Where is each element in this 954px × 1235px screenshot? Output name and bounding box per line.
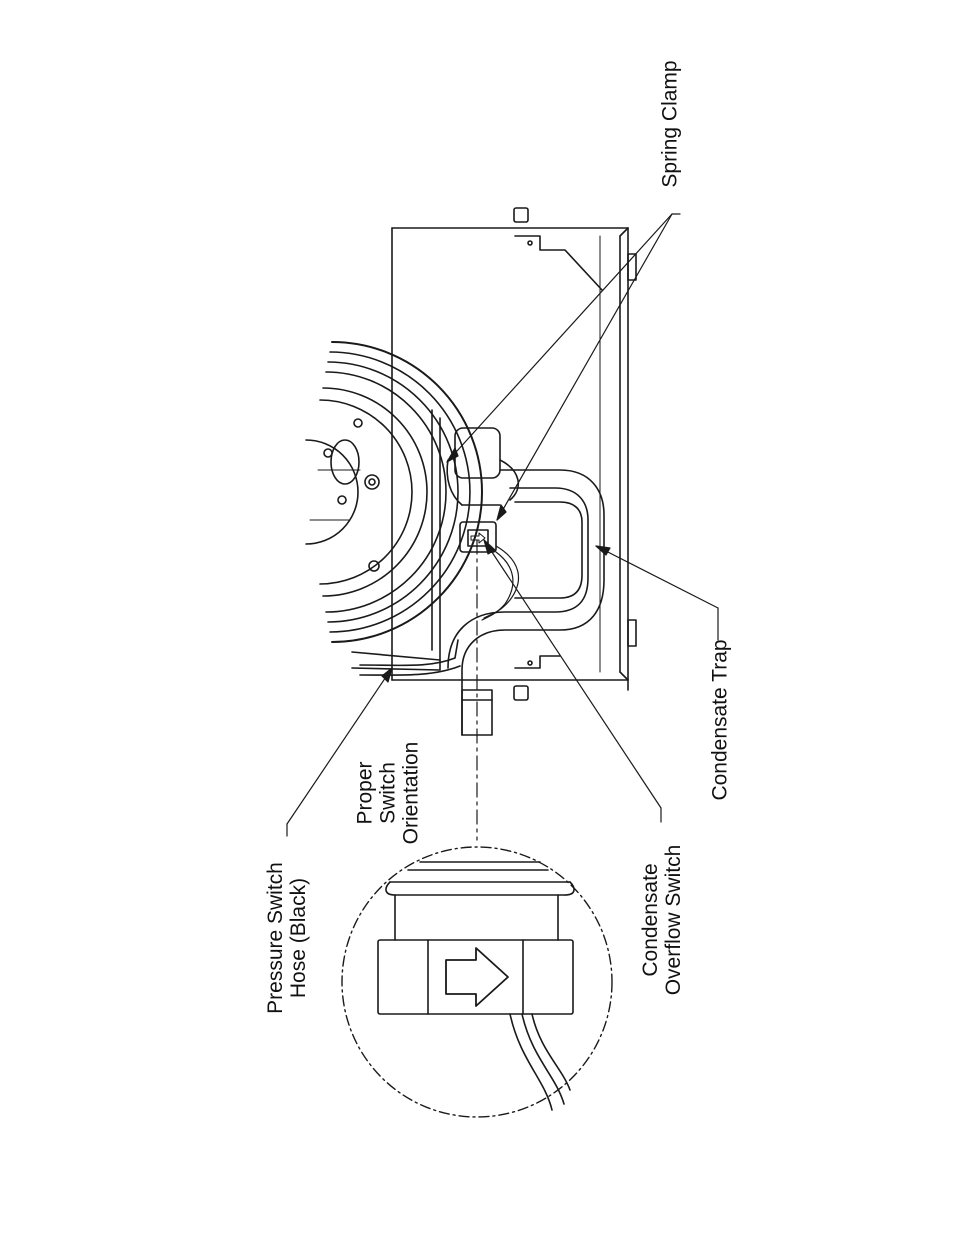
label-condensate-overflow-switch-line1: Condensate xyxy=(639,845,662,996)
label-proper-switch-orientation-line1: Proper xyxy=(354,742,377,845)
label-pressure-switch-hose-line2: Hose (Black) xyxy=(287,862,310,1014)
label-condensate-trap: Condensate Trap xyxy=(709,639,732,800)
cabinet-outline xyxy=(392,208,636,700)
label-proper-switch-orientation-line3: Orientation xyxy=(400,742,423,845)
label-condensate-trap-text: Condensate Trap xyxy=(709,639,732,800)
detail-magnifier xyxy=(342,847,612,1117)
label-spring-clamp-text: Spring Clamp xyxy=(659,60,682,187)
label-proper-switch-orientation: Proper Switch Orientation xyxy=(354,742,423,845)
label-pressure-switch-hose-line1: Pressure Switch xyxy=(264,862,287,1014)
label-pressure-switch-hose: Pressure Switch Hose (Black) xyxy=(264,862,310,1014)
leader-lines xyxy=(287,214,718,836)
condensate-piping xyxy=(447,428,604,735)
label-spring-clamp: Spring Clamp xyxy=(659,60,682,187)
overflow-switch xyxy=(460,522,518,620)
label-proper-switch-orientation-line2: Switch xyxy=(377,742,400,845)
arrow-right-icon xyxy=(446,948,508,1006)
label-condensate-overflow-switch-line2: Overflow Switch xyxy=(662,845,685,996)
label-condensate-overflow-switch: Condensate Overflow Switch xyxy=(639,845,685,996)
blower-wheel xyxy=(306,342,482,670)
